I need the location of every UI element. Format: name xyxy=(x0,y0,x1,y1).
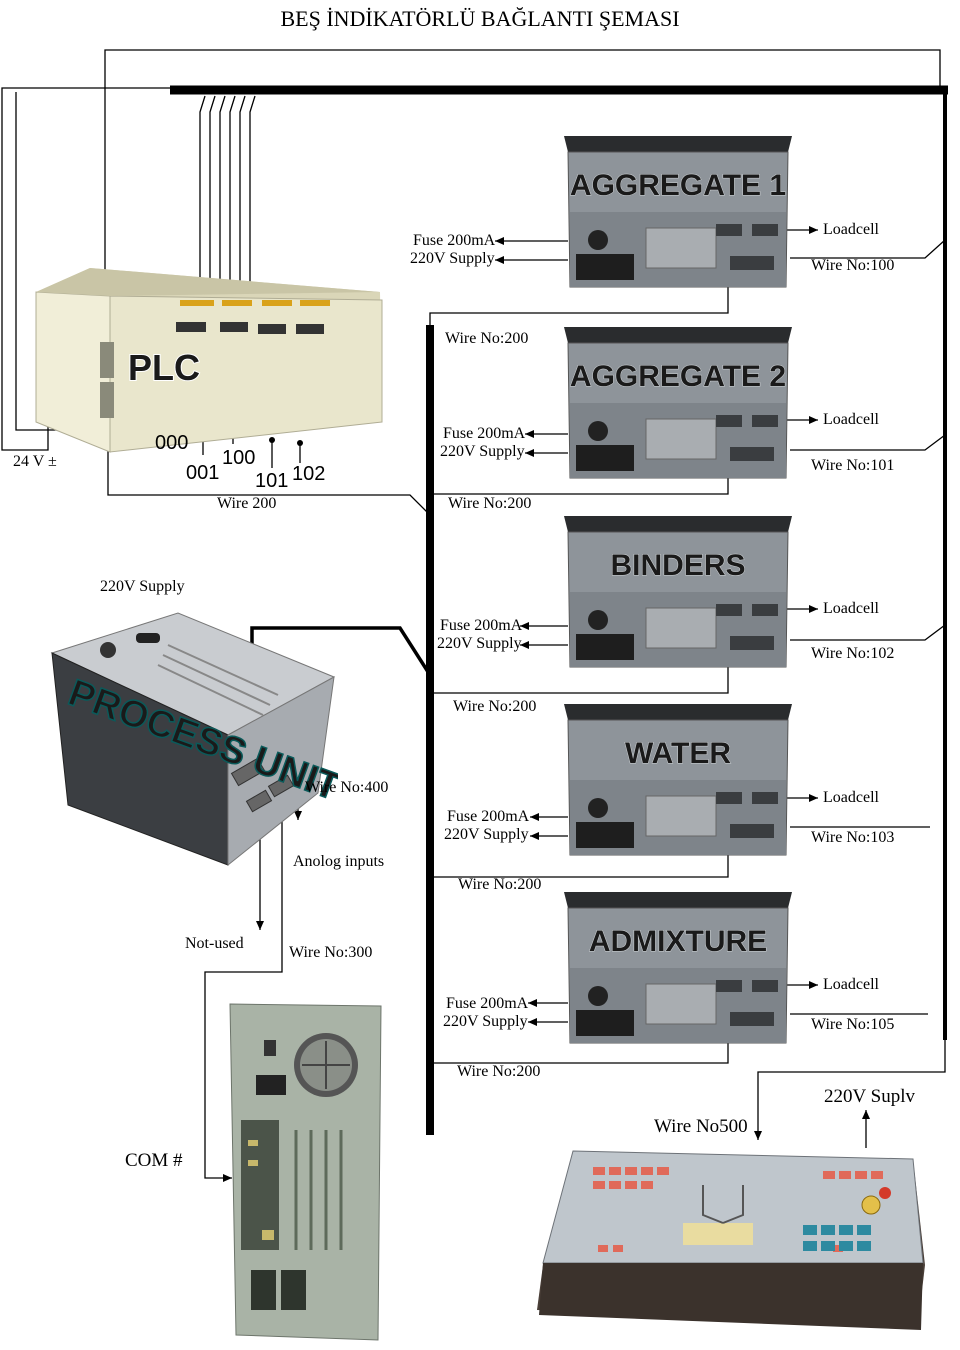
indicator-wire-label: Wire No:100 xyxy=(811,257,895,274)
bus-label-2: Wire No:200 xyxy=(448,495,532,512)
plc-output-101: 101 xyxy=(255,470,289,492)
analog-inputs-label: Anolog inputs xyxy=(293,853,385,870)
pc-tower-device xyxy=(229,1003,382,1341)
diagram-title: BEŞ İNDİKATÖRLÜ BAĞLANTI ŞEMASI xyxy=(280,6,680,31)
fuse-label: Fuse 200mA xyxy=(440,617,523,634)
indicator-box: WATER xyxy=(564,704,792,856)
bus-label-4: Wire No:200 xyxy=(458,876,542,893)
plc-device: PLC xyxy=(35,268,383,453)
loadcell-label: Loadcell xyxy=(823,976,879,993)
plc-output-001: 001 xyxy=(186,462,220,484)
fuse-label: Fuse 200mA xyxy=(443,425,526,442)
process-wire-400: Wire No:400 xyxy=(305,779,389,796)
supply-label: 220V Supply xyxy=(444,826,529,843)
loadcell-label: Loadcell xyxy=(823,600,879,617)
panel-supply-label: 220V Suplv xyxy=(824,1086,915,1107)
indicator-box: AGGREGATE 1 xyxy=(564,136,792,288)
supply-label: 220V Supply xyxy=(437,635,522,652)
indicator-name: WATER xyxy=(625,737,731,770)
plc-output-100: 100 xyxy=(222,447,256,469)
bus-label-3: Wire No:200 xyxy=(453,698,537,715)
loadcell-label: Loadcell xyxy=(823,221,879,238)
panel-wire-label: Wire No500 xyxy=(654,1116,748,1137)
indicator-wire-label: Wire No:101 xyxy=(811,457,895,474)
ind1-wires xyxy=(429,226,946,325)
indicator-wire-label: Wire No:105 xyxy=(811,1016,895,1033)
plc-output-000: 000 xyxy=(155,432,189,454)
indicator-wire-label: Wire No:103 xyxy=(811,829,895,846)
fuse-label: Fuse 200mA xyxy=(413,232,496,249)
loadcell-label: Loadcell xyxy=(823,411,879,428)
indicator-box: AGGREGATE 2 xyxy=(564,327,792,479)
com-port-label: COM # xyxy=(125,1150,183,1171)
indicator-name: BINDERS xyxy=(610,549,745,582)
supply-label: 220V Supply xyxy=(410,250,495,267)
indicator-box: BINDERS xyxy=(564,516,792,668)
indicator-name: ADMIXTURE xyxy=(589,925,767,958)
supply-label: 220V Supply xyxy=(440,443,525,460)
fuse-label: Fuse 200mA xyxy=(447,808,530,825)
plc-wire-label: Wire 200 xyxy=(217,495,277,512)
loadcell-label: Loadcell xyxy=(823,789,879,806)
not-used-label: Not-used xyxy=(185,935,244,952)
ac-supply-label: 220V Supply xyxy=(100,578,185,595)
plc-label: PLC xyxy=(128,347,200,388)
bus-label-5: Wire No:200 xyxy=(457,1063,541,1080)
bus-label-1: Wire No:200 xyxy=(445,330,529,347)
indicator-wire-label: Wire No:102 xyxy=(811,645,895,662)
indicator-name: AGGREGATE 1 xyxy=(570,169,786,202)
process-unit-device: PROCESS UNIT xyxy=(50,612,338,867)
indicator-name: AGGREGATE 2 xyxy=(570,360,786,393)
fuse-label: Fuse 200mA xyxy=(446,995,529,1012)
process-wire-300: Wire No:300 xyxy=(289,944,373,961)
dc-supply-label: 24 V ± xyxy=(13,453,57,470)
supply-label: 220V Supply xyxy=(443,1013,528,1030)
control-panel-device xyxy=(537,1150,925,1330)
plc-output-102: 102 xyxy=(292,463,326,485)
indicator-box: ADMIXTURE xyxy=(564,892,792,1044)
